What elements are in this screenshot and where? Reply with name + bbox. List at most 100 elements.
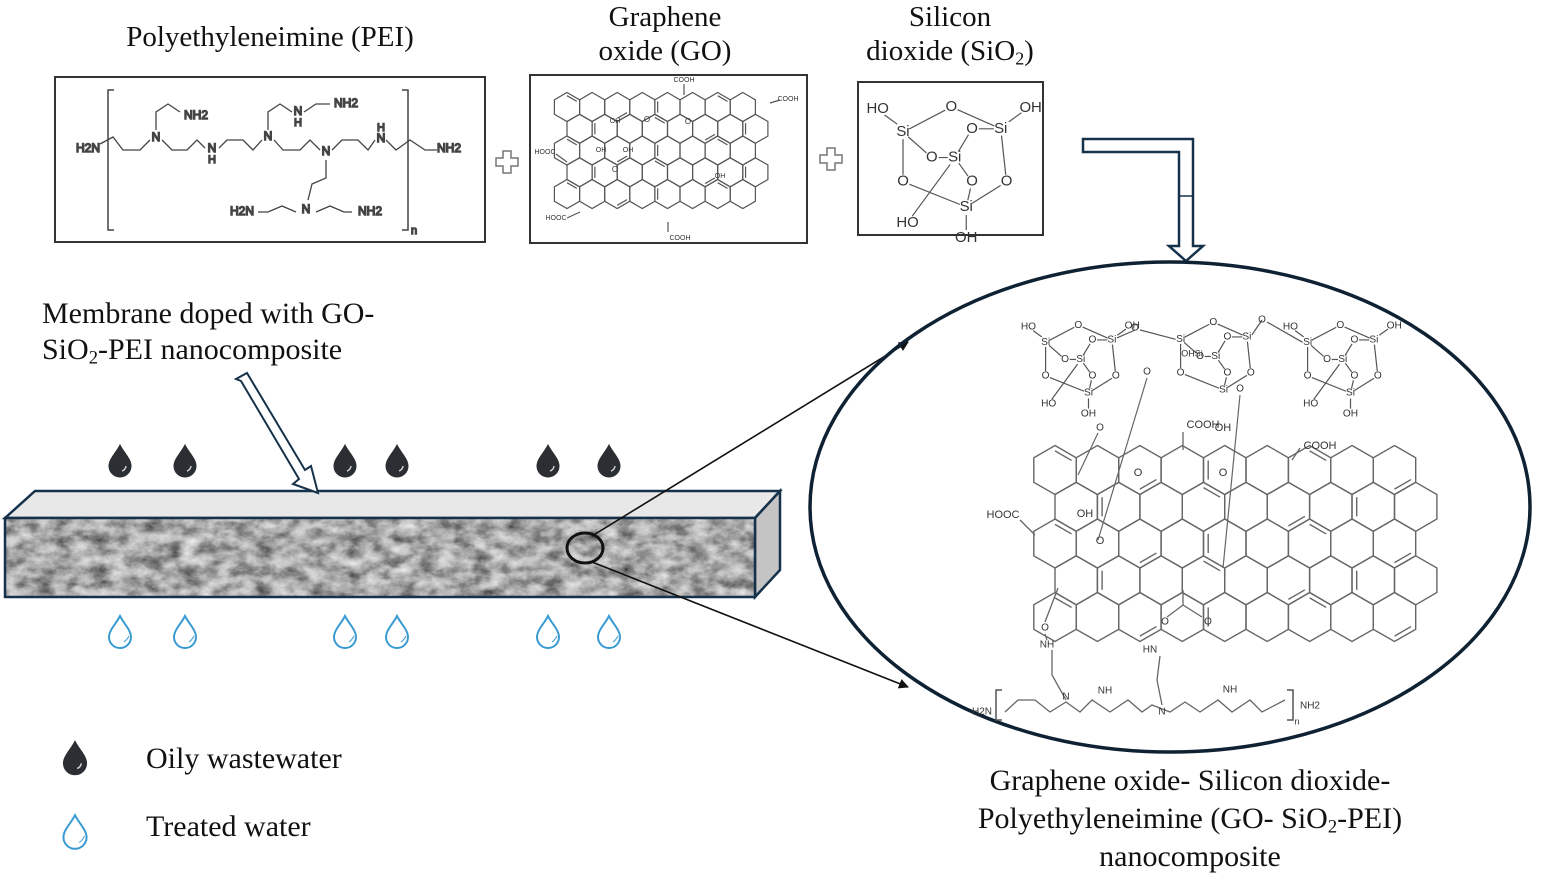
hexagon-ring	[1181, 481, 1226, 533]
hexagon-ring	[1096, 554, 1141, 606]
water-drop-icon-shape	[535, 613, 561, 649]
double-bond	[1203, 487, 1221, 498]
highlight	[121, 465, 127, 472]
atom-bg	[1349, 335, 1360, 345]
double-bond	[566, 95, 578, 102]
hexagon-ring	[1308, 481, 1353, 533]
atom-bg	[1302, 337, 1313, 347]
oxygen-atom: O	[1131, 323, 1139, 334]
hydroxyl-group: HO	[1041, 399, 1056, 410]
oxygen-atom: O	[1204, 617, 1212, 628]
atom-bg	[1246, 368, 1256, 378]
oil-drop-icon	[173, 443, 197, 478]
nitrogen: N	[294, 104, 303, 118]
membrane-label-sub: 2	[88, 347, 98, 369]
water-drop-icon	[107, 613, 133, 649]
atom-bg	[1369, 335, 1379, 345]
hydroxyl-group: OH	[1343, 409, 1358, 420]
highlight	[612, 635, 619, 643]
oil-drop-icon-shape	[108, 443, 132, 478]
si-o-bond	[1045, 324, 1079, 343]
carboxyl-group: HOOC	[535, 149, 556, 156]
hydroxyl-group: OH	[1019, 99, 1041, 116]
bond	[1019, 519, 1036, 536]
atom-bg	[1335, 320, 1346, 330]
hexagon-ring	[616, 113, 643, 144]
hexagon-ring	[1181, 554, 1226, 606]
pei-branch	[258, 160, 352, 213]
hexagon-ring	[566, 157, 593, 188]
hexagon-ring	[1202, 518, 1247, 569]
epoxide-oxygen: O	[1219, 467, 1228, 479]
hexagon-ring	[579, 178, 606, 210]
plus-icon	[819, 147, 843, 171]
nanocomposite-caption: Graphene oxide- Silicon dioxide- Polyeth…	[940, 762, 1440, 876]
carboxyl-group: COOH	[674, 77, 695, 84]
double-bond	[704, 133, 716, 141]
go-title-line1: Graphene	[608, 1, 722, 33]
atom-bg	[1211, 351, 1221, 362]
hexagon-ring	[1139, 554, 1183, 606]
hydroxyl-group: OH	[623, 147, 634, 154]
oxygen-atom: O	[945, 98, 957, 115]
pei-branch	[1156, 655, 1163, 706]
highlight	[551, 635, 558, 643]
silicon-atom: Si	[1346, 388, 1355, 399]
bond	[1032, 330, 1043, 338]
oil-drop-icon	[597, 443, 621, 478]
highlight	[400, 635, 407, 643]
nitrogen: N	[152, 130, 161, 144]
atom-bg	[896, 125, 910, 140]
hexagon-ring	[1118, 518, 1162, 569]
highlight	[186, 465, 192, 472]
bond	[911, 164, 951, 217]
repeat-subscript: n	[411, 225, 417, 237]
oil-drop-icon	[333, 443, 357, 478]
sio2-title-close: )	[1024, 35, 1034, 67]
hydroxyl-group: OH	[610, 118, 621, 125]
bond	[1291, 447, 1301, 461]
double-bond	[717, 138, 728, 146]
si-o-bond	[1000, 128, 1008, 182]
plus-icon	[495, 150, 519, 174]
hexagon-ring	[566, 113, 593, 144]
go-title-line2: oxide (GO)	[598, 35, 732, 67]
hydroxyl-group: OH	[1125, 321, 1140, 332]
atom-bg	[1111, 371, 1121, 381]
legend-oil-drop-icon	[62, 740, 88, 776]
oil-drop-icon-shape	[173, 443, 197, 478]
hexagon-ring	[1054, 481, 1099, 533]
bracket-right	[1287, 689, 1294, 721]
hydrogen: H	[294, 117, 302, 129]
pei-branch	[1051, 650, 1067, 701]
hexagon-ring	[729, 178, 756, 210]
water-drop-icon	[384, 613, 410, 649]
hydroxyl-group: HO	[866, 100, 888, 117]
nitrogen: N	[322, 144, 331, 158]
atom-bg	[1060, 354, 1070, 365]
oxygen-atom: O	[1088, 371, 1096, 382]
si-o-bond	[1180, 372, 1224, 391]
silicon-atom: Si	[948, 149, 961, 166]
water-drop-icon	[535, 613, 561, 649]
carboxyl-group: COOH	[1187, 419, 1220, 431]
hexagon-ring	[616, 157, 643, 188]
double-bond	[717, 95, 728, 102]
double-bond	[1203, 560, 1221, 572]
atom-bg	[1338, 354, 1348, 365]
oil-drop-icon-shape	[385, 443, 409, 478]
oxygen-atom: O	[1143, 367, 1151, 378]
highlight	[549, 465, 555, 472]
amine-group: HN	[1143, 645, 1157, 656]
droplets	[62, 443, 622, 850]
oxygen-atom: O	[1323, 354, 1331, 365]
oxygen-atom: O	[966, 173, 978, 190]
bond	[1051, 363, 1079, 400]
epoxide-oxygen: O	[644, 115, 650, 124]
si-o-bond	[1223, 372, 1252, 391]
double-bond	[1288, 515, 1306, 527]
hydroxyl-group: OH	[596, 147, 607, 154]
hexagon-ring	[1266, 554, 1311, 606]
bond	[1313, 363, 1341, 400]
